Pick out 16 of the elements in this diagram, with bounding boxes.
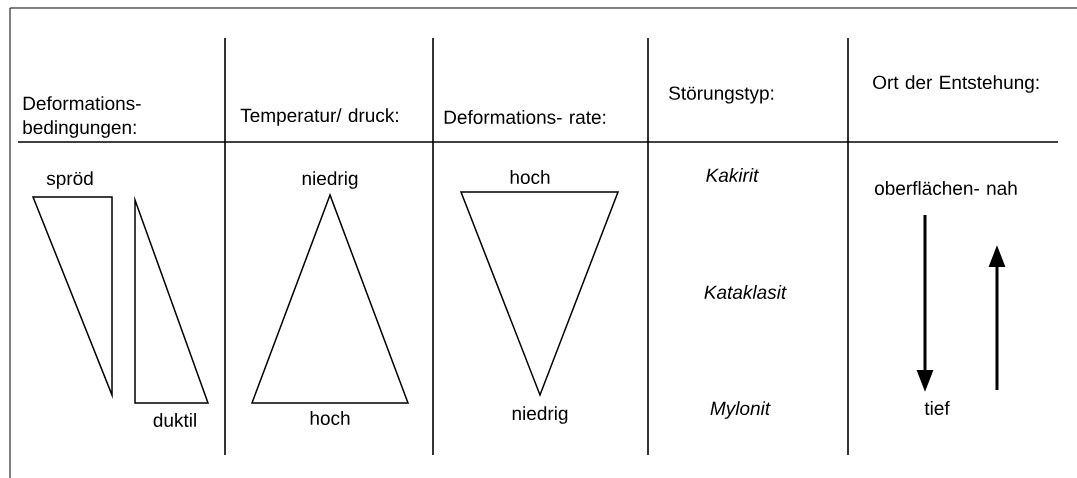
column-heading: Störungstyp: [669,86,774,104]
label: tief [924,401,950,415]
column-heading: Deformations- bedingungen: [23,96,141,138]
label: oberflächen- nah [874,181,1017,195]
column-heading: Deformations- rate: [444,110,606,124]
label: niedrig [512,406,568,424]
label: duktil [153,413,196,427]
label: spröd [46,171,93,189]
label: Mylonit [710,401,771,419]
label: hoch [310,411,350,425]
label: Kataklasit [704,285,787,299]
label: hoch [510,170,550,184]
column-heading: Ort der Entstehung: [873,75,1039,93]
label: Kakirit [706,168,760,182]
column-heading: Temperatur/ druck: [240,108,398,126]
label: niedrig [302,171,358,189]
